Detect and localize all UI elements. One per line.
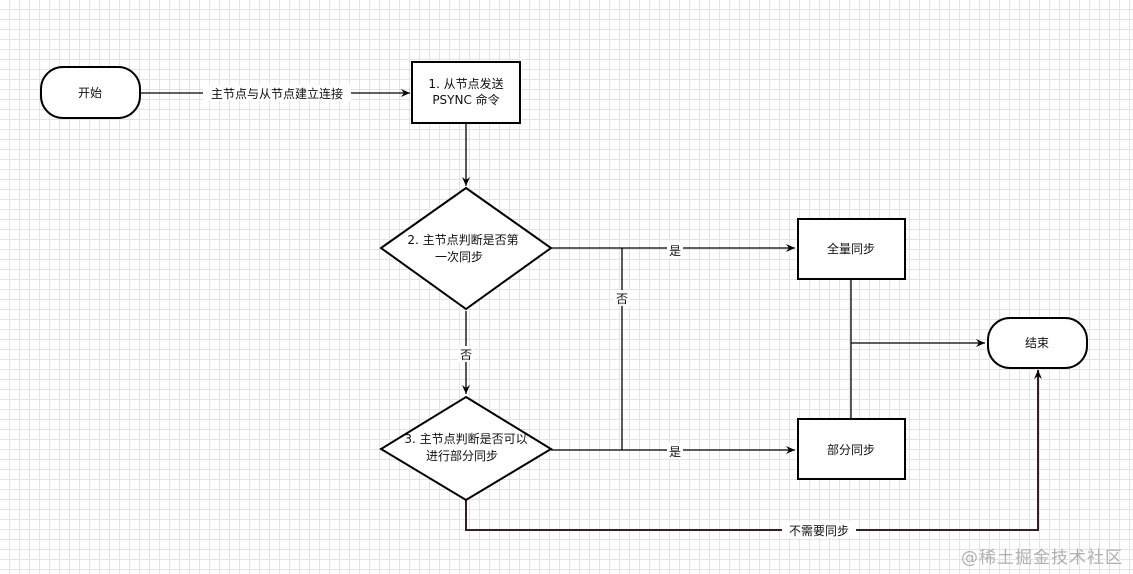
node-full-sync: 全量同步	[797, 218, 906, 280]
node-send-psync: 1. 从节点发送 PSYNC 命令	[411, 61, 521, 124]
node-send-psync-line-1: 1. 从节点发送	[428, 76, 503, 91]
edge-connect: 主节点与从节点建立连接	[140, 85, 410, 101]
node-end-label: 结束	[1025, 336, 1049, 350]
node-start: 开始	[40, 66, 141, 119]
edge-first-yes: 是	[551, 242, 795, 258]
node-send-psync-line-2: PSYNC 命令	[432, 92, 499, 107]
node-decision-first-line-2: 一次同步	[435, 250, 483, 264]
node-start-label: 开始	[78, 86, 102, 100]
node-end: 结束	[987, 317, 1088, 369]
edge-partial-yes-label: 是	[669, 445, 681, 459]
node-decision-partial-line-2: 进行部分同步	[426, 448, 498, 463]
edge-first-yes-label: 是	[669, 244, 681, 258]
edge-vertical-no-label: 否	[616, 292, 628, 306]
edge-sync-to-end	[850, 279, 985, 418]
edge-no-sync-needed-label: 不需要同步	[789, 524, 849, 538]
edge-vertical-no: 否	[614, 248, 630, 450]
node-decision-partial-sync: 3. 主节点判断是否可以 进行部分同步	[379, 395, 553, 502]
node-partial-sync: 部分同步	[797, 418, 906, 480]
edge-first-no-label: 否	[460, 348, 472, 362]
edge-partial-yes: 是	[551, 443, 795, 459]
edge-connect-label: 主节点与从节点建立连接	[211, 86, 343, 101]
watermark: @稀土掘金技术社区	[961, 548, 1123, 568]
node-partial-sync-label: 部分同步	[827, 442, 875, 457]
node-full-sync-label: 全量同步	[827, 241, 875, 256]
node-decision-partial-line-1: 3. 主节点判断是否可以	[404, 431, 527, 446]
node-decision-first-line-1: 2. 主节点判断是否第	[407, 232, 518, 247]
node-decision-first-sync: 2. 主节点判断是否第 一次同步	[379, 186, 553, 311]
edge-first-no: 否	[458, 311, 474, 394]
edge-no-sync-needed: 不需要同步	[465, 370, 1042, 538]
